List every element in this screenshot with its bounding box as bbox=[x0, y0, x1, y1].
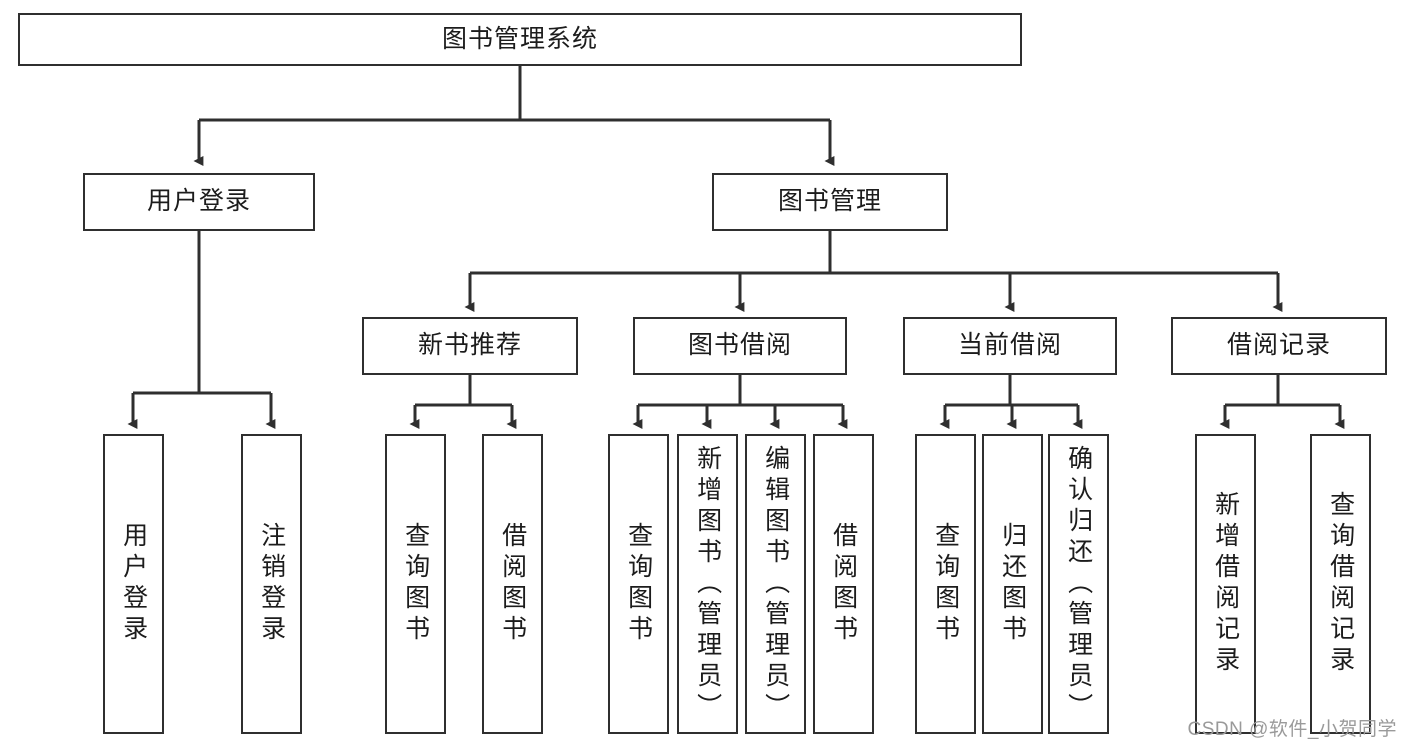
node-root-system[interactable]: 图书管理系统 bbox=[18, 13, 1022, 66]
leaf-borrow-book[interactable]: 借阅图书 bbox=[813, 434, 874, 734]
node-borrow-records[interactable]: 借阅记录 bbox=[1171, 317, 1387, 375]
leaf-edit-book-admin[interactable]: 编辑图书（管理员） bbox=[745, 434, 806, 734]
node-label: 图书管理系统 bbox=[441, 24, 598, 53]
node-label: 图书管理 bbox=[777, 187, 882, 216]
leaf-query-borrow-record[interactable]: 查询借阅记录 bbox=[1310, 434, 1371, 734]
node-label: 新增借阅记录 bbox=[1211, 491, 1240, 677]
node-label: 图书借阅 bbox=[687, 331, 792, 360]
node-label: 归还图书 bbox=[998, 522, 1027, 646]
node-label: 借阅图书 bbox=[498, 522, 527, 646]
leaf-query-book-recommend[interactable]: 查询图书 bbox=[385, 434, 446, 734]
node-label: 新增图书（管理员） bbox=[693, 444, 722, 724]
node-new-book-recommend[interactable]: 新书推荐 bbox=[362, 317, 578, 375]
node-label: 借阅记录 bbox=[1226, 331, 1331, 360]
node-label: 注销登录 bbox=[257, 522, 286, 646]
node-label: 借阅图书 bbox=[829, 522, 858, 646]
node-label: 当前借阅 bbox=[957, 331, 1062, 360]
node-label: 用户登录 bbox=[146, 187, 251, 216]
node-label: 查询图书 bbox=[624, 522, 653, 646]
node-label: 新书推荐 bbox=[417, 331, 522, 360]
node-current-borrow[interactable]: 当前借阅 bbox=[903, 317, 1117, 375]
node-book-borrow[interactable]: 图书借阅 bbox=[633, 317, 847, 375]
leaf-logout[interactable]: 注销登录 bbox=[241, 434, 302, 734]
leaf-borrow-book-recommend[interactable]: 借阅图书 bbox=[482, 434, 543, 734]
leaf-add-book-admin[interactable]: 新增图书（管理员） bbox=[677, 434, 738, 734]
node-label: 查询图书 bbox=[401, 522, 430, 646]
node-label: 用户登录 bbox=[119, 522, 148, 646]
leaf-query-book-borrow[interactable]: 查询图书 bbox=[608, 434, 669, 734]
node-label: 编辑图书（管理员） bbox=[761, 444, 790, 724]
leaf-add-borrow-record[interactable]: 新增借阅记录 bbox=[1195, 434, 1256, 734]
leaf-query-book-current[interactable]: 查询图书 bbox=[915, 434, 976, 734]
node-label: 确认归还（管理员） bbox=[1064, 444, 1093, 724]
leaf-confirm-return-admin[interactable]: 确认归还（管理员） bbox=[1048, 434, 1109, 734]
node-label: 查询借阅记录 bbox=[1326, 491, 1355, 677]
watermark-text: CSDN @软件_小贺同学 bbox=[1187, 719, 1397, 740]
node-book-management[interactable]: 图书管理 bbox=[712, 173, 948, 231]
leaf-user-login[interactable]: 用户登录 bbox=[103, 434, 164, 734]
node-user-login[interactable]: 用户登录 bbox=[83, 173, 315, 231]
leaf-return-book[interactable]: 归还图书 bbox=[982, 434, 1043, 734]
node-label: 查询图书 bbox=[931, 522, 960, 646]
